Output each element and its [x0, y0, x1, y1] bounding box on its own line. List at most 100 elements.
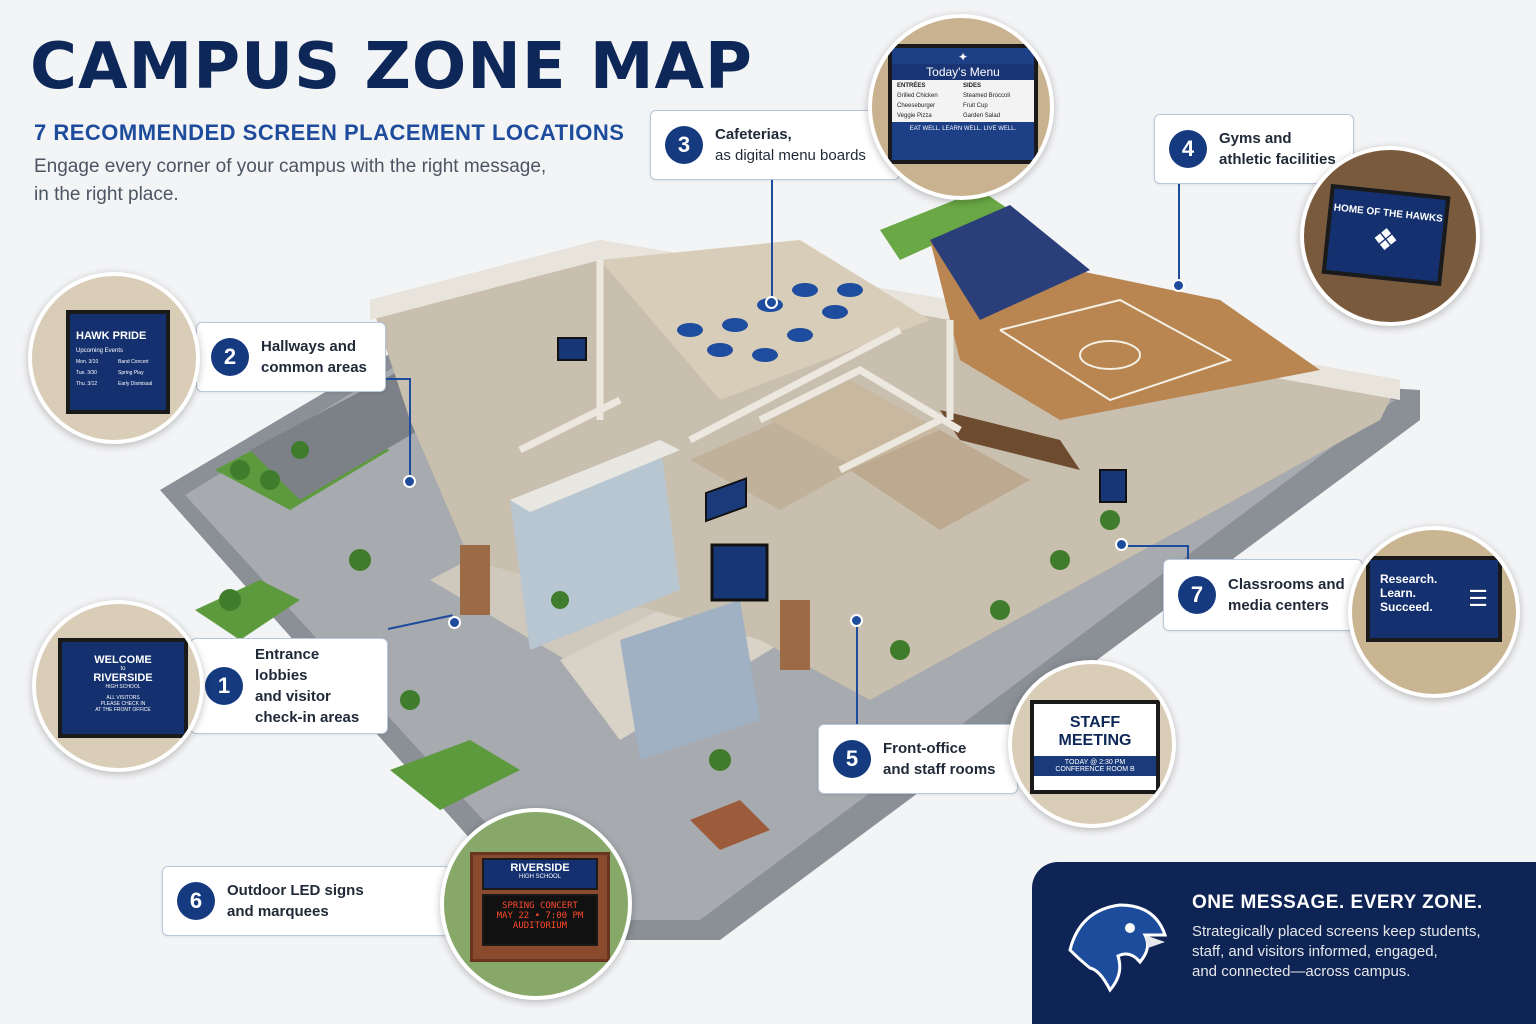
zone-5-line-1: Front-office [883, 740, 967, 757]
zone-1-line-3: check-in areas [255, 709, 360, 726]
page-subtitle: 7 RECOMMENDED SCREEN PLACEMENT LOCATIONS [34, 120, 625, 145]
zone-3-line-1: Cafeterias, [715, 126, 792, 143]
zone-7-line-2: media centers [1228, 597, 1329, 614]
zone-2-line-1: Hallways and [261, 338, 357, 355]
zone-callout-5[interactable]: 5 Front-office and staff rooms [818, 724, 1018, 794]
event-date-3: Thu. 3/12 [76, 381, 98, 387]
staff-screen-photo: STAFF MEETING TODAY @ 2:30 PM CONFERENCE… [1008, 660, 1176, 828]
zone-number-6: 6 [177, 882, 215, 920]
intro-line-1: Engage every corner of your campus with … [34, 156, 547, 177]
connector-line-7b [1187, 545, 1189, 559]
menu-col-sides: SIDES [963, 83, 982, 89]
entrance-welcome-screen: WELCOME to RIVERSIDE HIGH SCHOOL ALL VIS… [58, 638, 188, 738]
zone-number-3: 3 [665, 126, 703, 164]
cafeteria-menu-screen: ✦ Today's Menu ENTRÉES SIDES Grilled Chi… [888, 44, 1038, 164]
staff-meeting-details: TODAY @ 2:30 PM CONFERENCE ROOM B [1034, 756, 1156, 776]
outdoor-line-3: SPRING CONCERT [502, 901, 578, 911]
zone-callout-4[interactable]: 4 Gyms and athletic facilities [1154, 114, 1354, 184]
hallway-screen-title: HAWK PRIDE [76, 330, 147, 342]
welcome-text: WELCOME [94, 654, 152, 666]
visitor-notice-1: ALL VISITORS [106, 695, 140, 701]
zone-6-line-2: and marquees [227, 903, 329, 920]
menu-body: ENTRÉES SIDES Grilled Chicken Steamed Br… [892, 80, 1034, 122]
connector-line-1 [387, 614, 453, 630]
marker-dot-2 [403, 475, 416, 488]
staff-line-4: CONFERENCE ROOM B [1055, 766, 1135, 773]
classroom-screen-photo: Research. Learn. Succeed. ☰ [1348, 526, 1520, 698]
menu-item-entree-3: Veggie Pizza [897, 113, 932, 119]
entrance-screen-photo: WELCOME to RIVERSIDE HIGH SCHOOL ALL VIS… [32, 600, 204, 772]
hawk-logo-icon: ❖ [1370, 222, 1401, 259]
zone-4-line-2: athletic facilities [1219, 151, 1336, 168]
event-date-1: Mon. 3/10 [76, 359, 99, 365]
visitor-notice-3: AT THE FRONT OFFICE [95, 707, 151, 713]
summary-line-2: staff, and visitors informed, engaged, [1192, 943, 1438, 960]
cafeteria-screen-photo: ✦ Today's Menu ENTRÉES SIDES Grilled Chi… [868, 14, 1054, 200]
intro-line-2: in the right place. [34, 184, 179, 205]
staff-line-1: STAFF [1069, 714, 1121, 731]
summary-body: Strategically placed screens keep studen… [1192, 922, 1512, 982]
staff-meeting-screen: STAFF MEETING TODAY @ 2:30 PM CONFERENCE… [1030, 700, 1160, 794]
classroom-screen: Research. Learn. Succeed. ☰ [1366, 556, 1502, 642]
connector-line-2 [386, 378, 411, 380]
hawk-mascot-icon [1068, 903, 1168, 993]
zone-3-line-2: as digital menu boards [715, 147, 866, 164]
zone-callout-2[interactable]: 2 Hallways and common areas [196, 322, 386, 392]
zone-number-1: 1 [205, 667, 243, 705]
school-type: HIGH SCHOOL [105, 684, 141, 690]
hallway-screen: HAWK PRIDE Upcoming Events Mon. 3/10 Ban… [66, 310, 170, 414]
zone-6-line-1: Outdoor LED signs [227, 882, 364, 899]
connector-line-2b [409, 378, 411, 480]
outdoor-line-1: RIVERSIDE [510, 862, 570, 874]
event-name-3: Early Dismissal [118, 381, 153, 387]
page-title: CAMPUS ZONE MAP [30, 30, 753, 104]
gym-screen-photo: HOME OF THE HAWKS ❖ [1300, 146, 1480, 326]
outdoor-line-5: AUDITORIUM [512, 921, 568, 931]
visitor-notice-2: PLEASE CHECK IN [100, 701, 146, 707]
event-date-2: Tue. 3/30 [76, 370, 97, 376]
zone-2-line-2: common areas [261, 359, 367, 376]
menu-footer: EAT WELL. LEARN WELL. LIVE WELL. [909, 126, 1017, 132]
event-name-2: Spring Play [118, 370, 144, 376]
marker-dot-4 [1172, 279, 1185, 292]
menu-title: Today's Menu [892, 64, 1034, 80]
intro-text: Engage every corner of your campus with … [34, 153, 554, 209]
hallway-events: Mon. 3/10 Band Concert Tue. 3/30 Spring … [76, 359, 160, 387]
zone-1-line-1: Entrance lobbies [255, 646, 320, 684]
zone-number-7: 7 [1178, 576, 1216, 614]
zone-number-5: 5 [833, 740, 871, 778]
connector-line-4 [1178, 184, 1180, 284]
welcome-to: to [120, 666, 126, 672]
marker-dot-3 [765, 296, 778, 309]
marker-dot-1 [448, 616, 461, 629]
classroom-line-2: Learn. [1380, 586, 1417, 600]
outdoor-line-2: HIGH SCHOOL [518, 874, 561, 880]
zone-callout-1[interactable]: 1 Entrance lobbies and visitor check-in … [190, 638, 388, 734]
event-name-1: Band Concert [118, 359, 149, 365]
marker-dot-7 [1115, 538, 1128, 551]
books-icon: ☰ [1468, 586, 1488, 611]
summary-line-1: Strategically placed screens keep studen… [1192, 923, 1481, 940]
hallway-screen-subtitle: Upcoming Events [76, 348, 124, 354]
outdoor-line-4: MAY 22 • 7:00 PM [496, 911, 584, 921]
menu-col-entrees: ENTRÉES [897, 83, 926, 89]
menu-item-entree-2: Cheeseburger [897, 103, 936, 109]
outdoor-sign-photo: RIVERSIDE HIGH SCHOOL SPRING CONCERT MAY… [440, 808, 632, 1000]
menu-item-side-3: Garden Salad [963, 113, 1001, 119]
hallway-screen-photo: HAWK PRIDE Upcoming Events Mon. 3/10 Ban… [28, 272, 200, 444]
connector-line-5 [856, 620, 858, 724]
zone-callout-7[interactable]: 7 Classrooms and media centers [1163, 559, 1363, 631]
zone-5-line-2: and staff rooms [883, 761, 996, 778]
summary-heading: ONE MESSAGE. EVERY ZONE. [1192, 892, 1483, 913]
zone-callout-6[interactable]: 6 Outdoor LED signs and marquees [162, 866, 450, 936]
staff-line-2: MEETING [1058, 732, 1132, 749]
zone-7-line-1: Classrooms and [1228, 576, 1345, 593]
menu-item-side-1: Steamed Broccoli [963, 93, 1011, 99]
staff-line-3: TODAY @ 2:30 PM [1064, 759, 1126, 766]
summary-panel: ONE MESSAGE. EVERY ZONE. Strategically p… [1032, 862, 1536, 1024]
zone-4-line-1: Gyms and [1219, 130, 1292, 147]
school-name: RIVERSIDE [93, 672, 153, 684]
zone-callout-3[interactable]: 3 Cafeterias, as digital menu boards [650, 110, 900, 180]
connector-line-7 [1128, 545, 1188, 547]
connector-line-3 [771, 179, 773, 299]
